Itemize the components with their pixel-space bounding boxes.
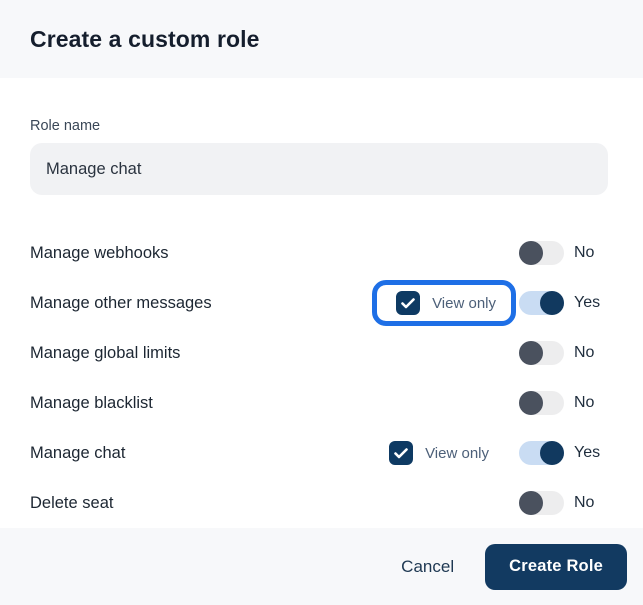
modal-footer: Cancel Create Role: [0, 528, 643, 605]
permission-label: Manage chat: [30, 443, 126, 462]
toggle-state-label: No: [574, 394, 595, 411]
toggle-knob: [519, 241, 543, 265]
view-only-label: View only: [432, 294, 496, 312]
role-name-input[interactable]: [30, 143, 608, 195]
toggle-state-label: No: [574, 344, 595, 361]
toggle-state-label: No: [574, 494, 595, 511]
toggle-manage-webhooks[interactable]: [519, 241, 564, 265]
toggle-state-label: Yes: [574, 444, 601, 461]
view-only-label: View only: [425, 444, 489, 462]
toggle-knob: [519, 341, 543, 365]
permission-label: Delete seat: [30, 493, 114, 512]
toggle-manage-global-limits[interactable]: [519, 341, 564, 365]
cancel-button[interactable]: Cancel: [401, 556, 455, 576]
page-title: Create a custom role: [30, 25, 260, 52]
modal-header: Create a custom role: [0, 0, 643, 78]
create-role-button[interactable]: Create Role: [485, 543, 627, 590]
permission-row-manage-other-messages: Manage other messages View only Yes: [30, 278, 608, 328]
toggle-manage-blacklist[interactable]: [519, 391, 564, 415]
permission-row-manage-chat: Manage chat View only Yes: [30, 428, 608, 478]
permission-row-delete-seat: Delete seat No: [30, 478, 608, 528]
view-only-group-highlighted: View only: [372, 280, 516, 326]
role-name-label: Role name: [30, 118, 101, 134]
toggle-delete-seat[interactable]: [519, 491, 564, 515]
view-only-checkbox[interactable]: [389, 441, 414, 465]
toggle-knob: [540, 441, 564, 465]
toggle-state-label: Yes: [574, 294, 601, 311]
permission-row-manage-global-limits: Manage global limits No: [30, 328, 608, 378]
checkmark-icon: [394, 447, 408, 458]
permission-row-manage-blacklist: Manage blacklist No: [30, 378, 608, 428]
toggle-knob: [540, 291, 564, 315]
permission-label: Manage global limits: [30, 343, 181, 362]
checkmark-icon: [401, 297, 415, 308]
view-only-group: View only: [389, 441, 489, 465]
permission-label: Manage blacklist: [30, 393, 153, 412]
toggle-manage-chat[interactable]: [519, 441, 564, 465]
toggle-manage-other-messages[interactable]: [519, 291, 564, 315]
permission-label: Manage other messages: [30, 293, 212, 312]
permissions-list: Manage webhooks No Manage other messages: [30, 228, 608, 528]
toggle-state-label: No: [574, 244, 595, 261]
permission-label: Manage webhooks: [30, 243, 169, 262]
permission-row-manage-webhooks: Manage webhooks No: [30, 228, 608, 278]
toggle-knob: [519, 491, 543, 515]
toggle-knob: [519, 391, 543, 415]
view-only-checkbox[interactable]: [396, 291, 421, 315]
modal-body: Role name Manage webhooks No Manage othe…: [0, 78, 643, 528]
